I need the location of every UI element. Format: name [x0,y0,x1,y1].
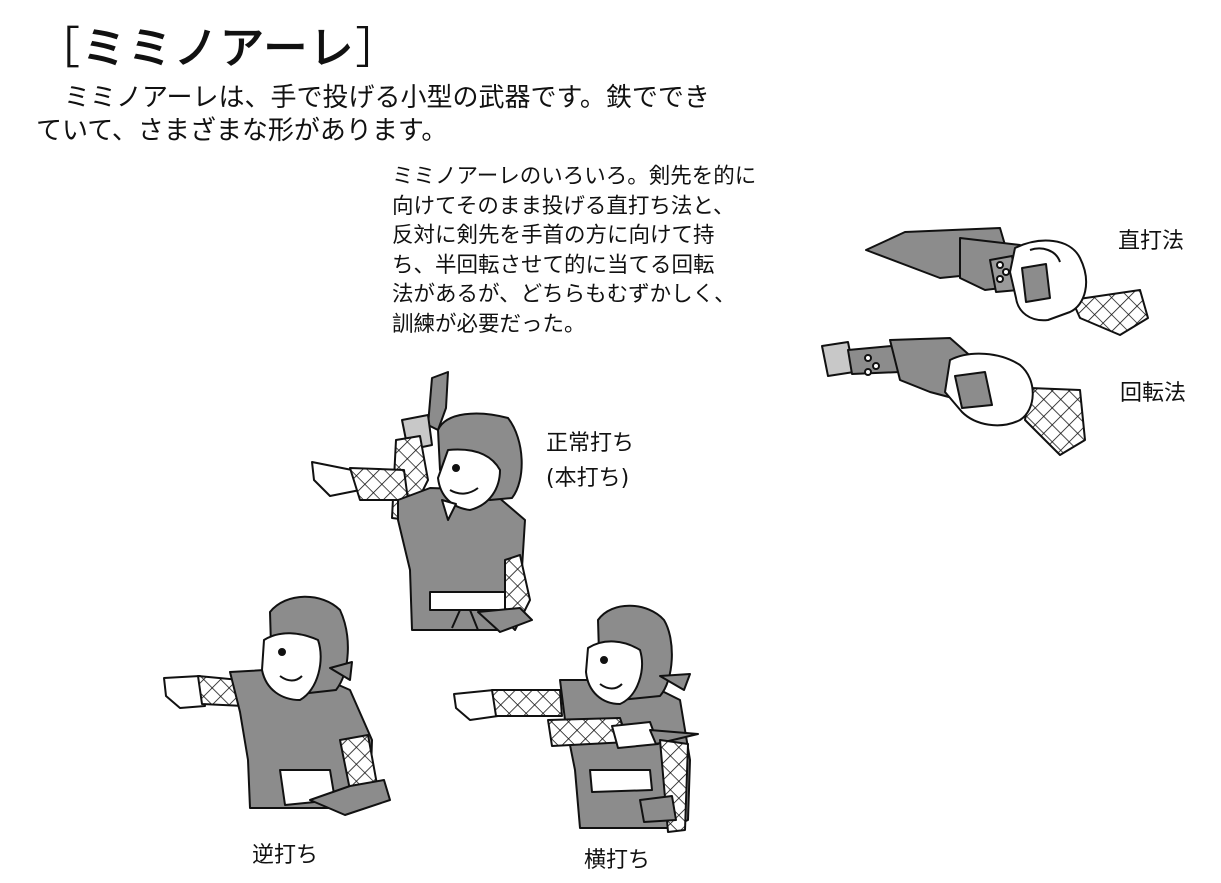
description-line: 向けてそのまま投げる直打ち法と、 [392,193,735,219]
page-title: ［ミミノアーレ］ [36,22,401,76]
label-reverse-throw: 逆打ち [252,843,319,868]
title-open-bracket: ［ [36,23,82,74]
label-side-throw: 横打ち [584,848,651,873]
intro-paragraph: ミミノアーレは、手で投げる小型の武器です。鉄ででき ていて、さまざまな形がありま… [36,82,736,148]
direct-throw-hand-drawing [865,227,1149,336]
intro-line-2: ていて、さまざまな形があります。 [36,116,448,146]
intro-line-1: ミミノアーレは、手で投げる小型の武器です。鉄ででき [64,83,710,113]
ninja-reverse-throw-drawing [163,595,391,816]
label-rotation-throw: 回転法 [1120,381,1187,406]
ninja-normal-throw-drawing [311,371,533,633]
description-paragraph: ミミノアーレのいろいろ。剣先を的に 向けてそのまま投げる直打ち法と、 反対に剣先… [392,162,812,339]
description-line: 反対に剣先を手首の方に向けて持 [392,223,715,248]
title-name: ミミノアーレ [82,23,356,74]
description-line: ミミノアーレのいろいろ。剣先を的に [392,164,757,189]
description-line: 訓練が必要だった。 [392,311,586,337]
label-normal-throw: 正常打ち [546,431,635,456]
description-line: 法があるが、どちらもむずかしく、 [392,282,736,307]
rotation-throw-hand-drawing [821,337,1086,456]
label-normal-throw-alt: (本打ち) [546,466,630,491]
ninja-side-throw-drawing [453,604,699,833]
title-close-bracket: ］ [355,23,402,74]
description-line: ち、半回転させて的に当てる回転 [392,252,715,278]
label-direct-throw: 直打法 [1118,229,1185,254]
